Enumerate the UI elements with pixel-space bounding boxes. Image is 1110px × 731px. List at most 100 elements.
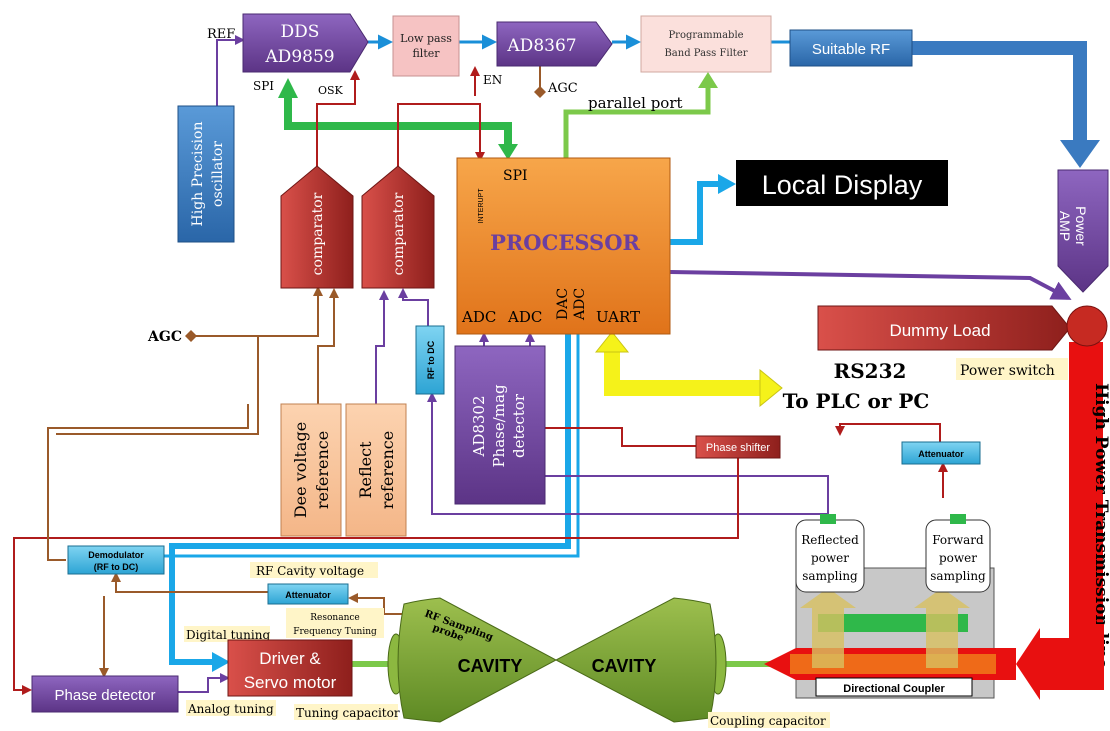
demod-to-adc-line bbox=[150, 334, 580, 558]
dds-label-1: DDS bbox=[281, 22, 320, 42]
coupling-capacitor-label-bg bbox=[708, 712, 830, 728]
attenuator-right-block bbox=[901, 441, 981, 465]
forward-tap-arrow bbox=[914, 588, 970, 668]
spi-label-dds: SPI bbox=[253, 79, 274, 93]
forward-tap-top bbox=[950, 514, 966, 524]
adc-3-label: ADC bbox=[572, 288, 588, 321]
power-amp-block bbox=[1057, 169, 1109, 293]
agc-diamond-left bbox=[185, 330, 197, 342]
directional-coupler-label: Directional Coupler bbox=[843, 683, 945, 695]
dee-voltage-reference-block bbox=[280, 403, 342, 537]
rf-cavity-voltage-label: RF Cavity voltage bbox=[256, 564, 364, 578]
cavity-right-label: CAVITY bbox=[592, 656, 657, 676]
osk-label: OSK bbox=[318, 84, 344, 97]
forward-label-1: Forward bbox=[932, 533, 984, 547]
parallel-port-line bbox=[563, 84, 711, 158]
interupt-label: INTERUPT bbox=[478, 188, 485, 224]
analog-tuning-label: Analog tuning bbox=[187, 702, 274, 716]
probe-to-attenuator-line bbox=[348, 593, 410, 615]
phase-detector-block bbox=[31, 675, 179, 713]
power-switch-label: Power switch bbox=[960, 363, 1055, 379]
coupling-capacitor-label: Coupling capacitor bbox=[710, 714, 826, 728]
reflect-ref-line bbox=[375, 290, 389, 404]
reflected-to-ad8302-line bbox=[526, 471, 829, 498]
ad8367-label: AD8367 bbox=[506, 36, 576, 56]
directional-coupler-label-bg bbox=[815, 677, 973, 697]
dds-block bbox=[242, 13, 369, 73]
spi-label-processor: SPI bbox=[503, 168, 528, 184]
dac-to-driver-arrowhead bbox=[212, 652, 230, 672]
attenuator-left-label: Attenuator bbox=[285, 590, 331, 600]
local-display-block bbox=[736, 160, 948, 206]
dummy-load-label: Dummy Load bbox=[889, 321, 990, 340]
tuning-capacitor-label: Tuning capacitor bbox=[296, 706, 400, 720]
reflected-to-rfdc-line bbox=[427, 392, 829, 515]
rs232-line bbox=[604, 350, 764, 396]
rs232-arrowhead-right bbox=[759, 368, 783, 408]
forward-label-3: sampling bbox=[930, 569, 986, 583]
oscillator-block bbox=[177, 105, 235, 243]
rf-to-dc-block bbox=[415, 325, 445, 395]
ad8302-label-2: Phase/mag bbox=[490, 384, 508, 467]
reflect-label-2: reference bbox=[378, 431, 397, 509]
tuning-capacitor-label-bg bbox=[294, 704, 398, 720]
reflected-label-2: power bbox=[811, 551, 849, 565]
phase-shifter-block bbox=[695, 435, 781, 459]
parallel-port-arrowhead bbox=[698, 72, 718, 88]
phase-shifter-label: Phase shifter bbox=[706, 442, 771, 454]
cavity-left-block bbox=[397, 597, 558, 723]
low-pass-filter-block bbox=[392, 15, 460, 77]
processor-block bbox=[456, 157, 671, 335]
ad8302-block bbox=[454, 345, 546, 505]
digital-tuning-label: Digital tuning bbox=[186, 628, 270, 642]
demod-agc-line bbox=[47, 404, 249, 561]
demod-label-2: (RF to DC) bbox=[94, 562, 139, 572]
attenuator-left-block bbox=[267, 583, 349, 605]
ref-label: REF bbox=[207, 27, 235, 42]
dac-label: DAC bbox=[555, 288, 571, 320]
ref-clock-line bbox=[216, 35, 245, 106]
comparator-1-block bbox=[280, 165, 354, 289]
oscillator-label-2: oscillator bbox=[210, 141, 226, 207]
rf-to-poweramp-line bbox=[912, 41, 1087, 150]
cavity-right-block bbox=[554, 597, 717, 723]
suitable-rf-label: Suitable RF bbox=[812, 41, 890, 58]
phase-detector-to-driver-line bbox=[178, 673, 230, 693]
suitable-rf-block bbox=[789, 29, 913, 67]
dds-label-2: AD9859 bbox=[264, 47, 334, 67]
display-arrowhead bbox=[718, 174, 736, 194]
resonance-label-bg bbox=[286, 608, 384, 638]
phase-shifter-to-phase-detector-line bbox=[13, 458, 739, 695]
cavity-left-label: CAVITY bbox=[458, 656, 523, 676]
agc-label-left: AGC bbox=[147, 329, 182, 345]
comparator-1-label: comparator bbox=[310, 192, 326, 275]
dee-ref-line bbox=[317, 288, 339, 404]
to-plc-label: To PLC or PC bbox=[783, 389, 930, 413]
transmission-line-arrowhead bbox=[1016, 624, 1104, 700]
power-switch-control-line bbox=[669, 270, 1072, 300]
attenuator-to-phase-shifter-line bbox=[835, 423, 941, 442]
driver-servo-block bbox=[227, 639, 353, 697]
bpf-label-2: Band Pass Filter bbox=[664, 48, 747, 59]
en-label: EN bbox=[483, 73, 502, 87]
power-amp-label-2: AMP bbox=[1057, 211, 1073, 241]
phase-detector-label: Phase detector bbox=[55, 687, 156, 704]
agc-label-top: AGC bbox=[547, 81, 578, 96]
driver-label-1: Driver & bbox=[259, 649, 321, 668]
rf-cavity-voltage-label-bg bbox=[250, 562, 378, 578]
resonance-label-2: Frequency Tuning bbox=[293, 627, 377, 637]
dummy-load-block bbox=[817, 305, 1071, 351]
band-pass-filter-block bbox=[640, 15, 772, 73]
reflect-reference-block bbox=[345, 403, 407, 537]
demodulator-block bbox=[67, 545, 165, 575]
power-switch-icon[interactable] bbox=[1066, 305, 1108, 347]
agc-left-line bbox=[193, 286, 323, 337]
bpf-label-1: Programmable bbox=[668, 30, 743, 41]
parallel-port-label: parallel port bbox=[588, 94, 683, 112]
reflected-tap-top bbox=[820, 514, 836, 524]
ad8367-block bbox=[496, 21, 613, 67]
power-switch-label-bg bbox=[956, 358, 1068, 380]
digital-tuning-label-bg bbox=[184, 626, 270, 642]
lpf-label-2: filter bbox=[412, 47, 440, 60]
